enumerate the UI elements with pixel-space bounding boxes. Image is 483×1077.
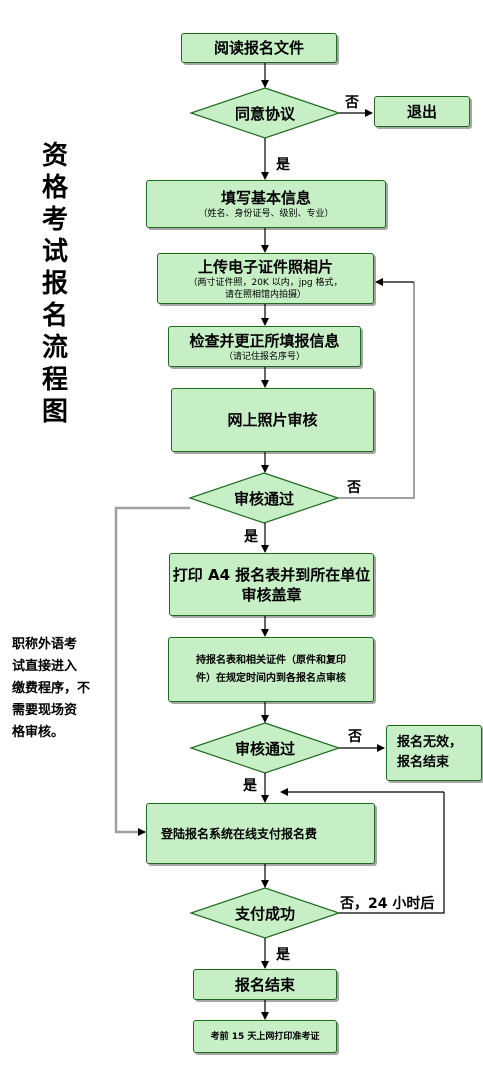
pay-success-label: 支付成功 <box>234 905 295 923</box>
review-pass-2-label: 审核通过 <box>234 740 295 758</box>
step-invalid: 报名无效， 报名结束 <box>386 725 482 781</box>
step-onsite-review: 持报名表和相关证件（原件和复印 件）在规定时间内到各报名点审核 <box>168 637 374 702</box>
review-pass-1-diamond <box>188 472 340 524</box>
step-read-docs: 阅读报名文件 <box>181 33 337 63</box>
label-yes-review2: 是 <box>243 778 257 794</box>
label-no-review1: 否 <box>347 480 361 496</box>
agree-label: 同意协议 <box>234 105 295 123</box>
step-exit: 退出 <box>374 96 470 127</box>
label-yes-review1: 是 <box>244 529 258 545</box>
step-photo-review: 网上照片审核 <box>171 388 374 452</box>
step-print-admission: 考前 15 天上网打印准考证 <box>193 1020 337 1053</box>
label-no-review2: 否 <box>348 729 362 745</box>
step-login-pay: 登陆报名系统在线支付报名费 <box>146 803 375 864</box>
review-pass-1-label: 审核通过 <box>233 490 294 508</box>
label-yes-pay: 是 <box>276 947 290 963</box>
bypass-line <box>114 506 190 836</box>
label-yes-agree: 是 <box>276 157 290 173</box>
step-finish: 报名结束 <box>193 969 337 1000</box>
loop-review1-fail <box>338 282 415 499</box>
step-upload-photo: 上传电子证件照相片 （两寸证件照，20K 以内，jpg 格式， 请在照相馆内拍摄… <box>157 253 374 304</box>
foreign-language-note: 职称外语考 试直接进入 缴费程序，不 需要现场资 格审核。 <box>12 637 91 740</box>
step-check-info: 检查并更正所填报信息 （请记住报名序号） <box>168 326 361 367</box>
loop-pay-fail <box>339 792 445 914</box>
page-title: 资 格 考 试 报 名 流 程 图 <box>41 141 68 427</box>
label-no-agree: 否 <box>345 95 359 111</box>
step-fill-info: 填写基本信息 （姓名、身份证号、级别、专业） <box>146 180 386 228</box>
step-print-form: 打印 A4 报名表并到所在单位 审核盖章 <box>169 553 374 616</box>
label-no-pay: 否，24 小时后 <box>340 896 435 912</box>
